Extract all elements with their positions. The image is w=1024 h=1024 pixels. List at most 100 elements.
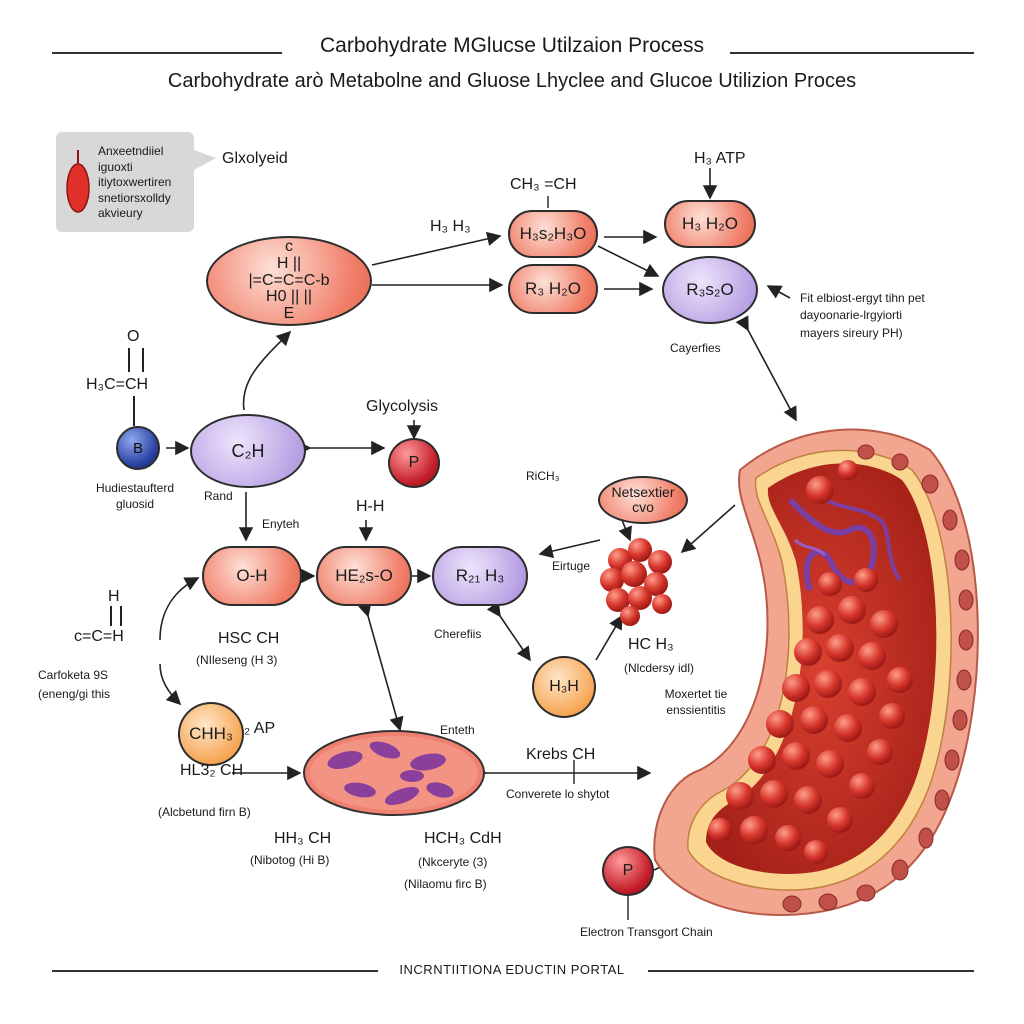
header-rule-right bbox=[730, 52, 974, 54]
label-ap: ₂ AP bbox=[244, 720, 276, 737]
arrow-left-to-chh3 bbox=[159, 663, 182, 706]
node-p-center: P bbox=[388, 438, 440, 488]
label-albeuind: (Alcbetund firn B) bbox=[158, 805, 251, 819]
label-h-atp: H₃ ATP bbox=[694, 150, 746, 167]
label-hc-h3-right: HC H₃ bbox=[628, 636, 674, 653]
arrow-note-to-right2 bbox=[766, 285, 791, 299]
callout-line: itiytoxwertiren bbox=[98, 175, 172, 190]
molecule-line: c bbox=[285, 238, 293, 255]
label-cherefiis: Cherefiis bbox=[434, 627, 482, 641]
label-hl3-ch: HL3₂ CH bbox=[180, 762, 244, 779]
page-subtitle: Carbohydrate arò Metabolne and Gluose Lh… bbox=[167, 70, 857, 92]
label-carfoketa: Carfoketa 9S (eneng/gi this bbox=[38, 666, 110, 703]
note-line: dayoonarie-lrgyiorti bbox=[800, 308, 903, 323]
node-oh: O-H bbox=[202, 546, 302, 606]
node-upper-mid-1: H₃s₂H₃O bbox=[508, 210, 598, 258]
molecule-line: E bbox=[283, 305, 295, 323]
node-p-bottom: P bbox=[602, 846, 654, 896]
blood-cell-cluster bbox=[600, 538, 672, 626]
moxertet-line: Moxertet tie bbox=[664, 687, 728, 701]
label-nibotog: (Nibotog (Hi B) bbox=[250, 853, 330, 867]
arrow-left-to-oh bbox=[159, 577, 200, 641]
label-hsc-ch-left: HSC CH bbox=[218, 630, 280, 647]
label-glycolysis: Glycolysis bbox=[366, 398, 439, 415]
carfoketa-line: Carfoketa 9S bbox=[38, 668, 109, 682]
double-bond-vertical bbox=[128, 348, 144, 372]
node-hf2s-o: HE₂s-O bbox=[316, 546, 412, 606]
footer-rule-right bbox=[648, 970, 974, 972]
footer-rule-left bbox=[52, 970, 378, 972]
label-rich3: RiCH₃ bbox=[526, 469, 560, 483]
netsextier-line: cvo bbox=[632, 499, 654, 515]
arrow-hf2-to-cell bbox=[357, 601, 404, 732]
node-c2h: C₂H bbox=[190, 414, 306, 488]
label-nkceryte: (Nkceryte (3) bbox=[418, 855, 488, 869]
callout-line: Anxeetndiiel bbox=[98, 144, 164, 158]
arrow-vessel-to-cluster bbox=[680, 504, 736, 554]
label-h-left: H bbox=[108, 588, 120, 605]
node-r2h3: R₂₁ H₃ bbox=[432, 546, 528, 606]
node-netsextier: Netsextier cvo bbox=[598, 476, 688, 524]
arrow-cluster-to-r2 bbox=[538, 539, 601, 559]
callout-line: snetiorsxolldy bbox=[98, 190, 171, 205]
single-bond-vertical bbox=[133, 396, 135, 426]
label-electron: Electron Transgort Chain bbox=[580, 925, 713, 939]
molecule-line: H0 || || bbox=[266, 288, 312, 306]
double-bond-left bbox=[110, 606, 122, 626]
callout-box: Anxeetndiiel iguoxti itiytoxwertiren sne… bbox=[56, 132, 194, 232]
label-niilesteng: (NIleseng (H 3) bbox=[196, 653, 278, 667]
arrow-r2-to-hsh bbox=[486, 601, 531, 662]
label-cayerfies: Cayerfies bbox=[670, 341, 721, 355]
carfoketa-line: (eneng/gi this bbox=[38, 686, 111, 701]
moxertet-line: enssientitis bbox=[666, 703, 726, 718]
note-line: Fit elbiost-ergyt tihn pet bbox=[800, 291, 925, 305]
label-eirtuge: Eirtuge bbox=[552, 559, 591, 573]
label-nilders: (Nlcdersy idl) bbox=[624, 661, 695, 675]
blood-vessel-illustration bbox=[653, 428, 979, 917]
label-hudies: Hudiestaufterd gluosid bbox=[80, 480, 190, 512]
hudies-line: Hudiestaufterd bbox=[95, 481, 175, 495]
arrow-upper1-to-right2 bbox=[597, 245, 660, 277]
callout-tail bbox=[194, 150, 216, 170]
label-hch-ch: HCH₃ CdH bbox=[424, 830, 502, 847]
label-h3h-left: H₃ H₃ bbox=[430, 218, 471, 235]
node-hsh-bottom: H₃H bbox=[532, 656, 596, 718]
arrow-molecule-to-upper1 bbox=[371, 231, 502, 266]
label-ch3-ch: CH₃ =CH bbox=[510, 176, 577, 193]
callout-tag: Glxolyeid bbox=[222, 150, 288, 167]
label-moxertet: Moxertet tie enssientitis bbox=[646, 686, 746, 718]
header-rule-left bbox=[52, 52, 282, 54]
label-hh3-ch: HH₃ CH bbox=[274, 830, 332, 847]
label-enteth: Enteth bbox=[440, 723, 475, 737]
label-aldehyde-o: O bbox=[127, 328, 140, 345]
label-converte: Converete lo shytot bbox=[506, 787, 610, 801]
label-right-note: Fit elbiost-ergyt tihn pet dayoonarie-lr… bbox=[800, 290, 925, 342]
label-hh: H-H bbox=[356, 498, 385, 515]
molecule-line: |=C=C=C-b bbox=[248, 271, 330, 289]
organ-icon bbox=[66, 146, 90, 216]
page-title: Carbohydrate MGlucse Utilzaion Process bbox=[320, 34, 704, 57]
molecule-line: H || bbox=[276, 254, 302, 272]
label-aldehyde-h: H₃C=CH bbox=[86, 376, 149, 393]
node-b-ball: B bbox=[116, 426, 160, 470]
arrow-netsextier-to-cluster bbox=[618, 519, 632, 542]
footer-text: INCRNTIITIONA EDUCTIN PORTAL bbox=[399, 962, 625, 977]
node-chh3: CHH₃ bbox=[178, 702, 244, 766]
label-nileamu: (Nilaomu firc B) bbox=[404, 877, 487, 891]
node-upper-right-2: R₃s₂O bbox=[662, 256, 758, 324]
callout-line: akvieury bbox=[98, 206, 143, 221]
note-line: mayers sireury PH) bbox=[800, 325, 903, 340]
arrow-c2h-to-molecule bbox=[242, 330, 292, 411]
label-c-ch: c=C=H bbox=[74, 628, 124, 645]
node-molecule-top: c H || |=C=C=C-b H0 || || E bbox=[206, 236, 372, 326]
cell-with-organelles bbox=[303, 730, 485, 816]
label-enyteh: Enyteh bbox=[262, 517, 300, 531]
label-rand: Rand bbox=[204, 489, 233, 503]
arrow-hsh-to-cluster bbox=[595, 614, 623, 661]
label-krebs: Krebs CH bbox=[526, 746, 596, 763]
callout-text: Anxeetndiiel iguoxti itiytoxwertiren sne… bbox=[98, 144, 171, 222]
node-upper-right-1: H₃ H₂O bbox=[664, 200, 756, 248]
hudies-line: gluosid bbox=[115, 497, 155, 512]
arrow-right2-to-vessel bbox=[735, 315, 797, 422]
